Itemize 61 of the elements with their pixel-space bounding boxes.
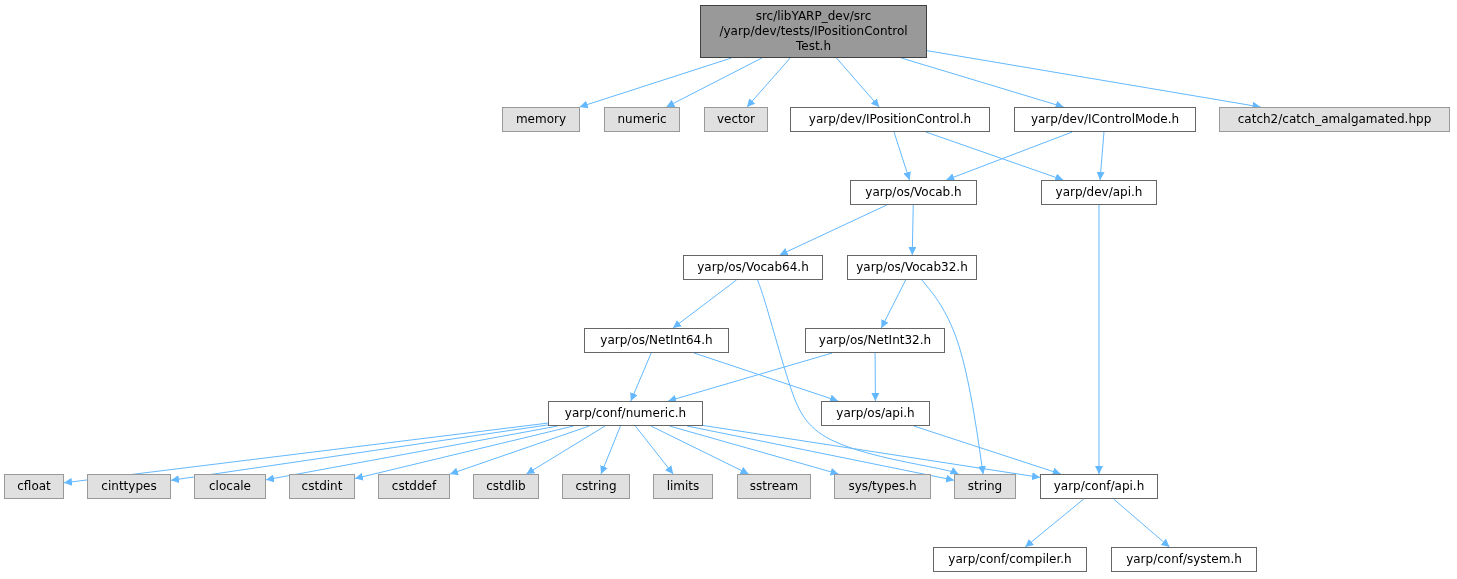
arrow	[650, 425, 750, 475]
arrow	[600, 425, 621, 475]
arrow	[945, 131, 1073, 181]
header-box: yarp/os/Vocab.h	[850, 180, 977, 205]
arrow	[1113, 498, 1170, 548]
header-box: sys/types.h	[834, 474, 931, 499]
header-box: yarp/dev/IPositionControl.h	[790, 107, 990, 132]
arrow	[667, 352, 833, 403]
header-box: memory	[502, 107, 580, 132]
header-box: cstdlib	[473, 474, 539, 499]
header-box: yarp/conf/compiler.h	[933, 547, 1087, 572]
header-box: string	[954, 474, 1016, 499]
arrow	[665, 57, 763, 108]
arrow	[634, 425, 674, 475]
arrow	[1095, 204, 1103, 475]
header-box: yarp/os/NetInt32.h	[805, 328, 945, 353]
header-box: yarp/os/NetInt64.h	[584, 328, 729, 353]
header-box: yarp/conf/system.h	[1111, 547, 1257, 572]
arrow	[925, 131, 1064, 182]
arrow	[579, 57, 732, 109]
arrow	[170, 424, 549, 484]
header-box: yarp/os/Vocab32.h	[847, 255, 977, 280]
header-box: yarp/dev/IControlMode.h	[1014, 107, 1196, 132]
header-box: cstring	[562, 474, 630, 499]
header-box: cfloat	[4, 474, 64, 499]
arrow	[669, 425, 839, 476]
arrow	[1096, 131, 1105, 181]
arrow	[63, 422, 549, 486]
arrow	[693, 352, 839, 403]
header-box: yarp/os/api.h	[821, 401, 930, 426]
arrow	[880, 279, 907, 329]
arrow	[757, 279, 959, 475]
arrow	[1024, 498, 1085, 548]
arrow	[746, 57, 791, 108]
header-box: cstddef	[378, 474, 450, 499]
header-box: clocale	[194, 474, 266, 499]
arrow	[893, 131, 911, 181]
arrow	[871, 352, 880, 402]
arrow	[779, 204, 888, 256]
header-box: cinttypes	[87, 474, 171, 499]
arrow	[702, 424, 1041, 481]
header-box: cstdint	[289, 474, 355, 499]
arrow	[900, 57, 1065, 109]
header-box: limits	[653, 474, 713, 499]
arrow	[525, 425, 606, 475]
header-box: sstream	[737, 474, 811, 499]
arrow	[908, 204, 917, 256]
arrow	[449, 425, 590, 476]
header-box: vector	[704, 107, 768, 132]
header-box: yarp/conf/numeric.h	[548, 401, 703, 426]
header-box: yarp/conf/api.h	[1040, 474, 1158, 499]
file-box: src/libYARP_dev/src /yarp/dev/tests/IPositionControl Test.h	[700, 5, 927, 58]
arrow	[836, 57, 880, 108]
header-box: yarp/dev/api.h	[1041, 180, 1157, 205]
header-box: numeric	[604, 107, 680, 132]
arrow	[921, 279, 986, 475]
arrow	[672, 279, 737, 329]
arrow	[630, 352, 652, 402]
header-box: catch2/catch_amalgamated.hpp	[1219, 107, 1450, 132]
arrow	[913, 425, 1062, 476]
header-box: yarp/os/Vocab64.h	[683, 255, 823, 280]
